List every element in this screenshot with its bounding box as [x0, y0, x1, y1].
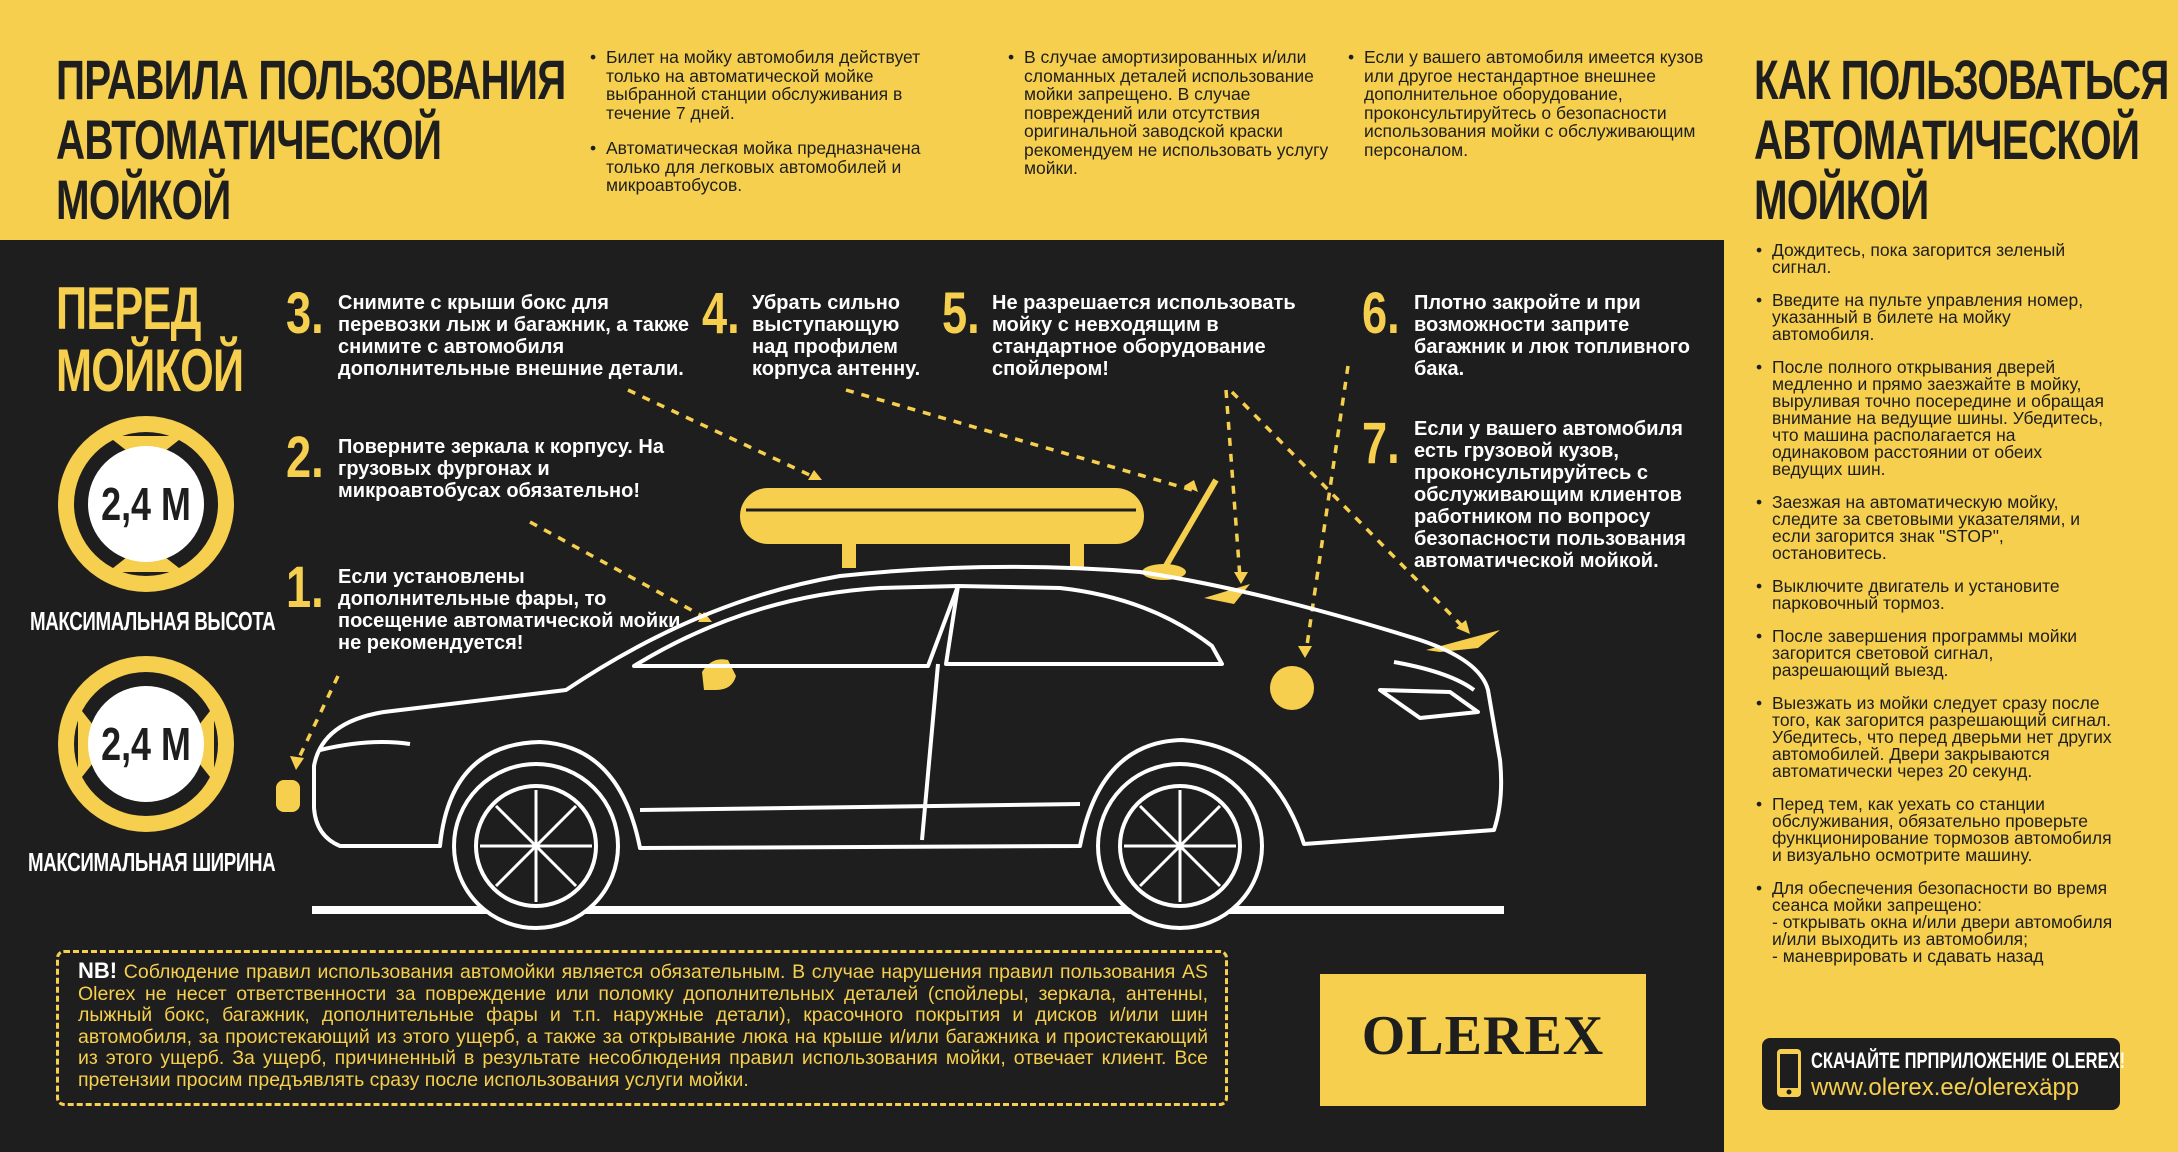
phone-icon [1777, 1049, 1801, 1097]
step-text: Плотно закройте и при возможности заприт… [1414, 292, 1690, 380]
step-text: Снимите с крыши бокс для перевозки лыж и… [338, 292, 689, 380]
howto-item: После полного открывания дверей медленно… [1754, 358, 2114, 478]
page-title-line1: ПРАВИЛА ПОЛЬЗОВАНИЯ [56, 48, 566, 111]
howto-item: Введите на пульте управления номер, указ… [1754, 291, 2114, 343]
step-text: Поверните зеркала к корпусу. На грузовых… [338, 436, 664, 502]
step-number: 5. [942, 281, 980, 346]
top-rules-col-2: В случае амортизированных и/или сломанны… [1006, 48, 1336, 195]
howto-item: После завершения программы мойки загорит… [1754, 627, 2114, 679]
howto-title-line3: МОЙКОЙ [1754, 168, 1929, 231]
max-width-value: 2,4 M [101, 719, 191, 770]
max-height-value: 2,4 M [101, 479, 191, 530]
width-gauge-icon: 2,4 M [58, 656, 234, 832]
howto-title-line1: КАК ПОЛЬЗОВАТЬСЯ [1754, 48, 2169, 111]
step-text: Убрать сильно выступающую над профилем к… [752, 292, 921, 380]
page-title: ПРАВИЛА ПОЛЬЗОВАНИЯ АВТОМАТИЧЕСКОЙ МОЙКО… [56, 50, 603, 230]
howto-list: Дождитесь, пока загорится зеленый сигнал… [1754, 241, 2114, 981]
top-rule: Если у вашего автомобиля имеется кузов и… [1346, 48, 1726, 159]
before-wash-title: ПЕРЕД МОЙКОЙ [56, 278, 272, 402]
nb-disclaimer: NB! Соблюдение правил использования авто… [78, 960, 1208, 1091]
step-number: 6. [1362, 281, 1400, 346]
height-gauge-icon: 2,4 M [58, 416, 234, 592]
top-rule: В случае амортизированных и/или сломанны… [1006, 48, 1336, 178]
olerex-logo-box [1320, 974, 1646, 1106]
step-text: Если у вашего автомобиля есть грузовой к… [1414, 418, 1686, 572]
before-title-line2: МОЙКОЙ [56, 337, 244, 404]
car-illustration [276, 365, 1504, 930]
max-width-label: МАКСИМАЛЬНАЯ ШИРИНА [28, 847, 276, 877]
top-rules-col-3: Если у вашего автомобиля имеется кузов и… [1346, 48, 1726, 176]
howto-item: Перед тем, как уехать со станции обслужи… [1754, 795, 2114, 864]
olerex-logo: OLEREX [1361, 1005, 1605, 1067]
before-title-line1: ПЕРЕД [56, 275, 201, 342]
howto-title: КАК ПОЛЬЗОВАТЬСЯ АВТОМАТИЧЕСКОЙ МОЙКОЙ [1754, 50, 2172, 230]
step-number: 7. [1362, 411, 1400, 476]
nb-text: Соблюдение правил использования автомойк… [78, 961, 1208, 1091]
step-number: 2. [286, 425, 324, 490]
howto-item: Выключите двигатель и установите парково… [1754, 577, 2114, 612]
step-text: Не разрешается использовать мойку с невх… [992, 292, 1296, 380]
step-number: 3. [286, 281, 324, 346]
howto-title-line2: АВТОМАТИЧЕСКОЙ [1754, 108, 2140, 171]
step-number: 1. [286, 555, 324, 620]
app-download-link[interactable]: www.olerex.ee/olerexäpp [1811, 1074, 2080, 1101]
howto-item: Для обеспечения безопасности во время се… [1754, 879, 2114, 965]
step-text: Если установлены дополнительные фары, то… [338, 566, 681, 654]
step-number: 4. [702, 281, 740, 346]
howto-item: Дождитесь, пока загорится зеленый сигнал… [1754, 241, 2114, 276]
app-download-title: СКАЧАЙТЕ ПРПРИЛОЖЕНИЕ OLEREX! [1811, 1048, 2126, 1073]
top-rule: Автоматическая мойка предназначена тольк… [588, 139, 938, 195]
nb-box [56, 950, 1228, 1106]
nb-label: NB! [78, 958, 118, 983]
max-height-label: МАКСИМАЛЬНАЯ ВЫСОТА [30, 606, 276, 636]
top-rules-col-1: Билет на мойку автомобиля действует толь… [588, 48, 938, 212]
top-rule: Билет на мойку автомобиля действует толь… [588, 48, 938, 122]
howto-item: Выезжать из мойки следует сразу после то… [1754, 694, 2114, 780]
howto-item: Заезжая на автоматическую мойку, следите… [1754, 493, 2114, 562]
app-download-banner[interactable] [1762, 1038, 2120, 1110]
page-title-line2: АВТОМАТИЧЕСКОЙ МОЙКОЙ [56, 108, 442, 231]
